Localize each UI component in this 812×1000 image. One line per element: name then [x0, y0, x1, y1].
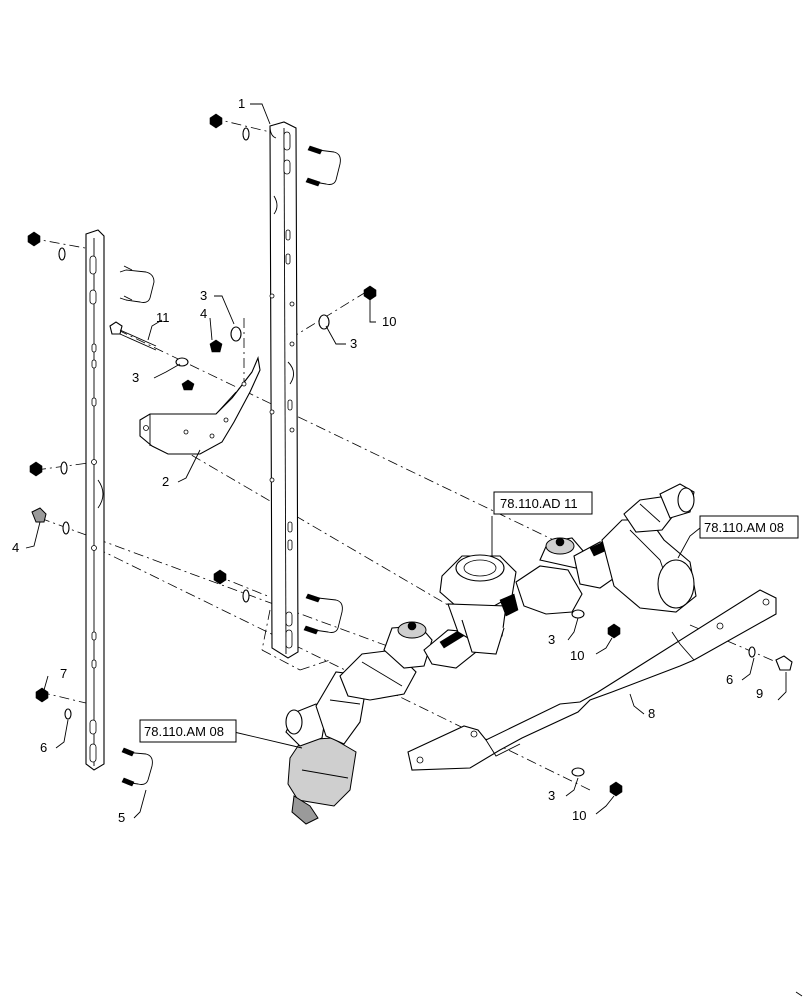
ref-box-ad11[interactable]: 78.110.AD 11	[493, 491, 593, 515]
leader-lines	[25, 103, 787, 819]
callout-6-right: 6	[726, 672, 733, 687]
assembly-lines	[29, 117, 789, 791]
washer-left-upper	[58, 247, 66, 261]
callout-5: 5	[118, 810, 125, 825]
callout-3-left: 3	[132, 370, 139, 385]
corner-mark	[795, 991, 803, 997]
washer-top	[242, 127, 250, 141]
callout-3-right: 3	[350, 336, 357, 351]
nut-7	[35, 687, 49, 703]
callout-6-left: 6	[40, 740, 47, 755]
ref-am08-right-text[interactable]: 78.110.AM 08	[704, 520, 784, 535]
left-mounting-bar	[85, 229, 105, 771]
ref-box-am08-right[interactable]: 78.110.AM 08	[699, 515, 799, 539]
callouts: 1 2 3 3 3 3 3 4 4 5 6 6 7 8 9 10 10 10 1…	[12, 96, 763, 825]
bolt-4-upper	[209, 339, 223, 353]
callout-7: 7	[60, 666, 67, 681]
callout-3-upper: 3	[200, 288, 207, 303]
callout-3-bottom: 3	[548, 788, 555, 803]
u-bolt-right-lower	[303, 593, 343, 635]
long-bolt-head	[109, 321, 123, 335]
nut-10-bottom	[609, 781, 623, 797]
bolt-4-lower	[31, 507, 47, 523]
nut-top	[209, 113, 223, 129]
u-bolt-right-upper	[305, 145, 341, 187]
callout-9: 9	[756, 686, 763, 701]
washer-6-right	[748, 646, 756, 658]
washer-6-left	[64, 708, 72, 720]
ref-box-am08-left[interactable]: 78.110.AM 08	[139, 719, 237, 743]
washer-3-bottom	[571, 767, 585, 777]
washer-3-upper	[230, 326, 242, 342]
callout-2: 2	[162, 474, 169, 489]
callout-8: 8	[648, 706, 655, 721]
nut-10-mid	[607, 623, 621, 639]
u-bolt-left-upper	[119, 265, 155, 303]
washer-3-mid	[571, 609, 585, 619]
callout-10-mid: 10	[570, 648, 584, 663]
ref-am08-left-text[interactable]: 78.110.AM 08	[144, 724, 224, 739]
nut-10-upper	[363, 285, 377, 301]
callout-10-bottom: 10	[572, 808, 586, 823]
bracket	[139, 356, 261, 455]
bolt-9	[775, 655, 793, 671]
nut-lower-bar	[213, 569, 227, 585]
nut-left-mid	[29, 461, 43, 477]
right-mounting-bar	[269, 121, 299, 659]
callout-10-upper: 10	[382, 314, 396, 329]
washer-left-lower	[62, 521, 70, 535]
long-bolt-shank	[119, 329, 157, 351]
u-bolt-left-lower	[121, 747, 153, 787]
washer-lower-bar	[242, 589, 250, 603]
mounting-plate	[407, 589, 777, 771]
nut-left-upper	[27, 231, 41, 247]
ref-ad11-text[interactable]: 78.110.AD 11	[500, 496, 578, 511]
callout-3-mid: 3	[548, 632, 555, 647]
washer-3-left	[175, 357, 189, 367]
washer-3-right	[318, 314, 330, 330]
reference-boxes: 78.110.AD 11 78.110.AM 08 78.110.AM 08	[139, 491, 799, 743]
hardware	[27, 113, 793, 797]
callout-1: 1	[238, 96, 245, 111]
bolt-small-left	[181, 379, 195, 391]
callout-4-lower: 4	[12, 540, 19, 555]
washer-left-mid	[60, 461, 68, 475]
callout-11: 11	[156, 310, 170, 325]
callout-4-upper: 4	[200, 306, 207, 321]
manifold-assembly	[285, 483, 697, 825]
